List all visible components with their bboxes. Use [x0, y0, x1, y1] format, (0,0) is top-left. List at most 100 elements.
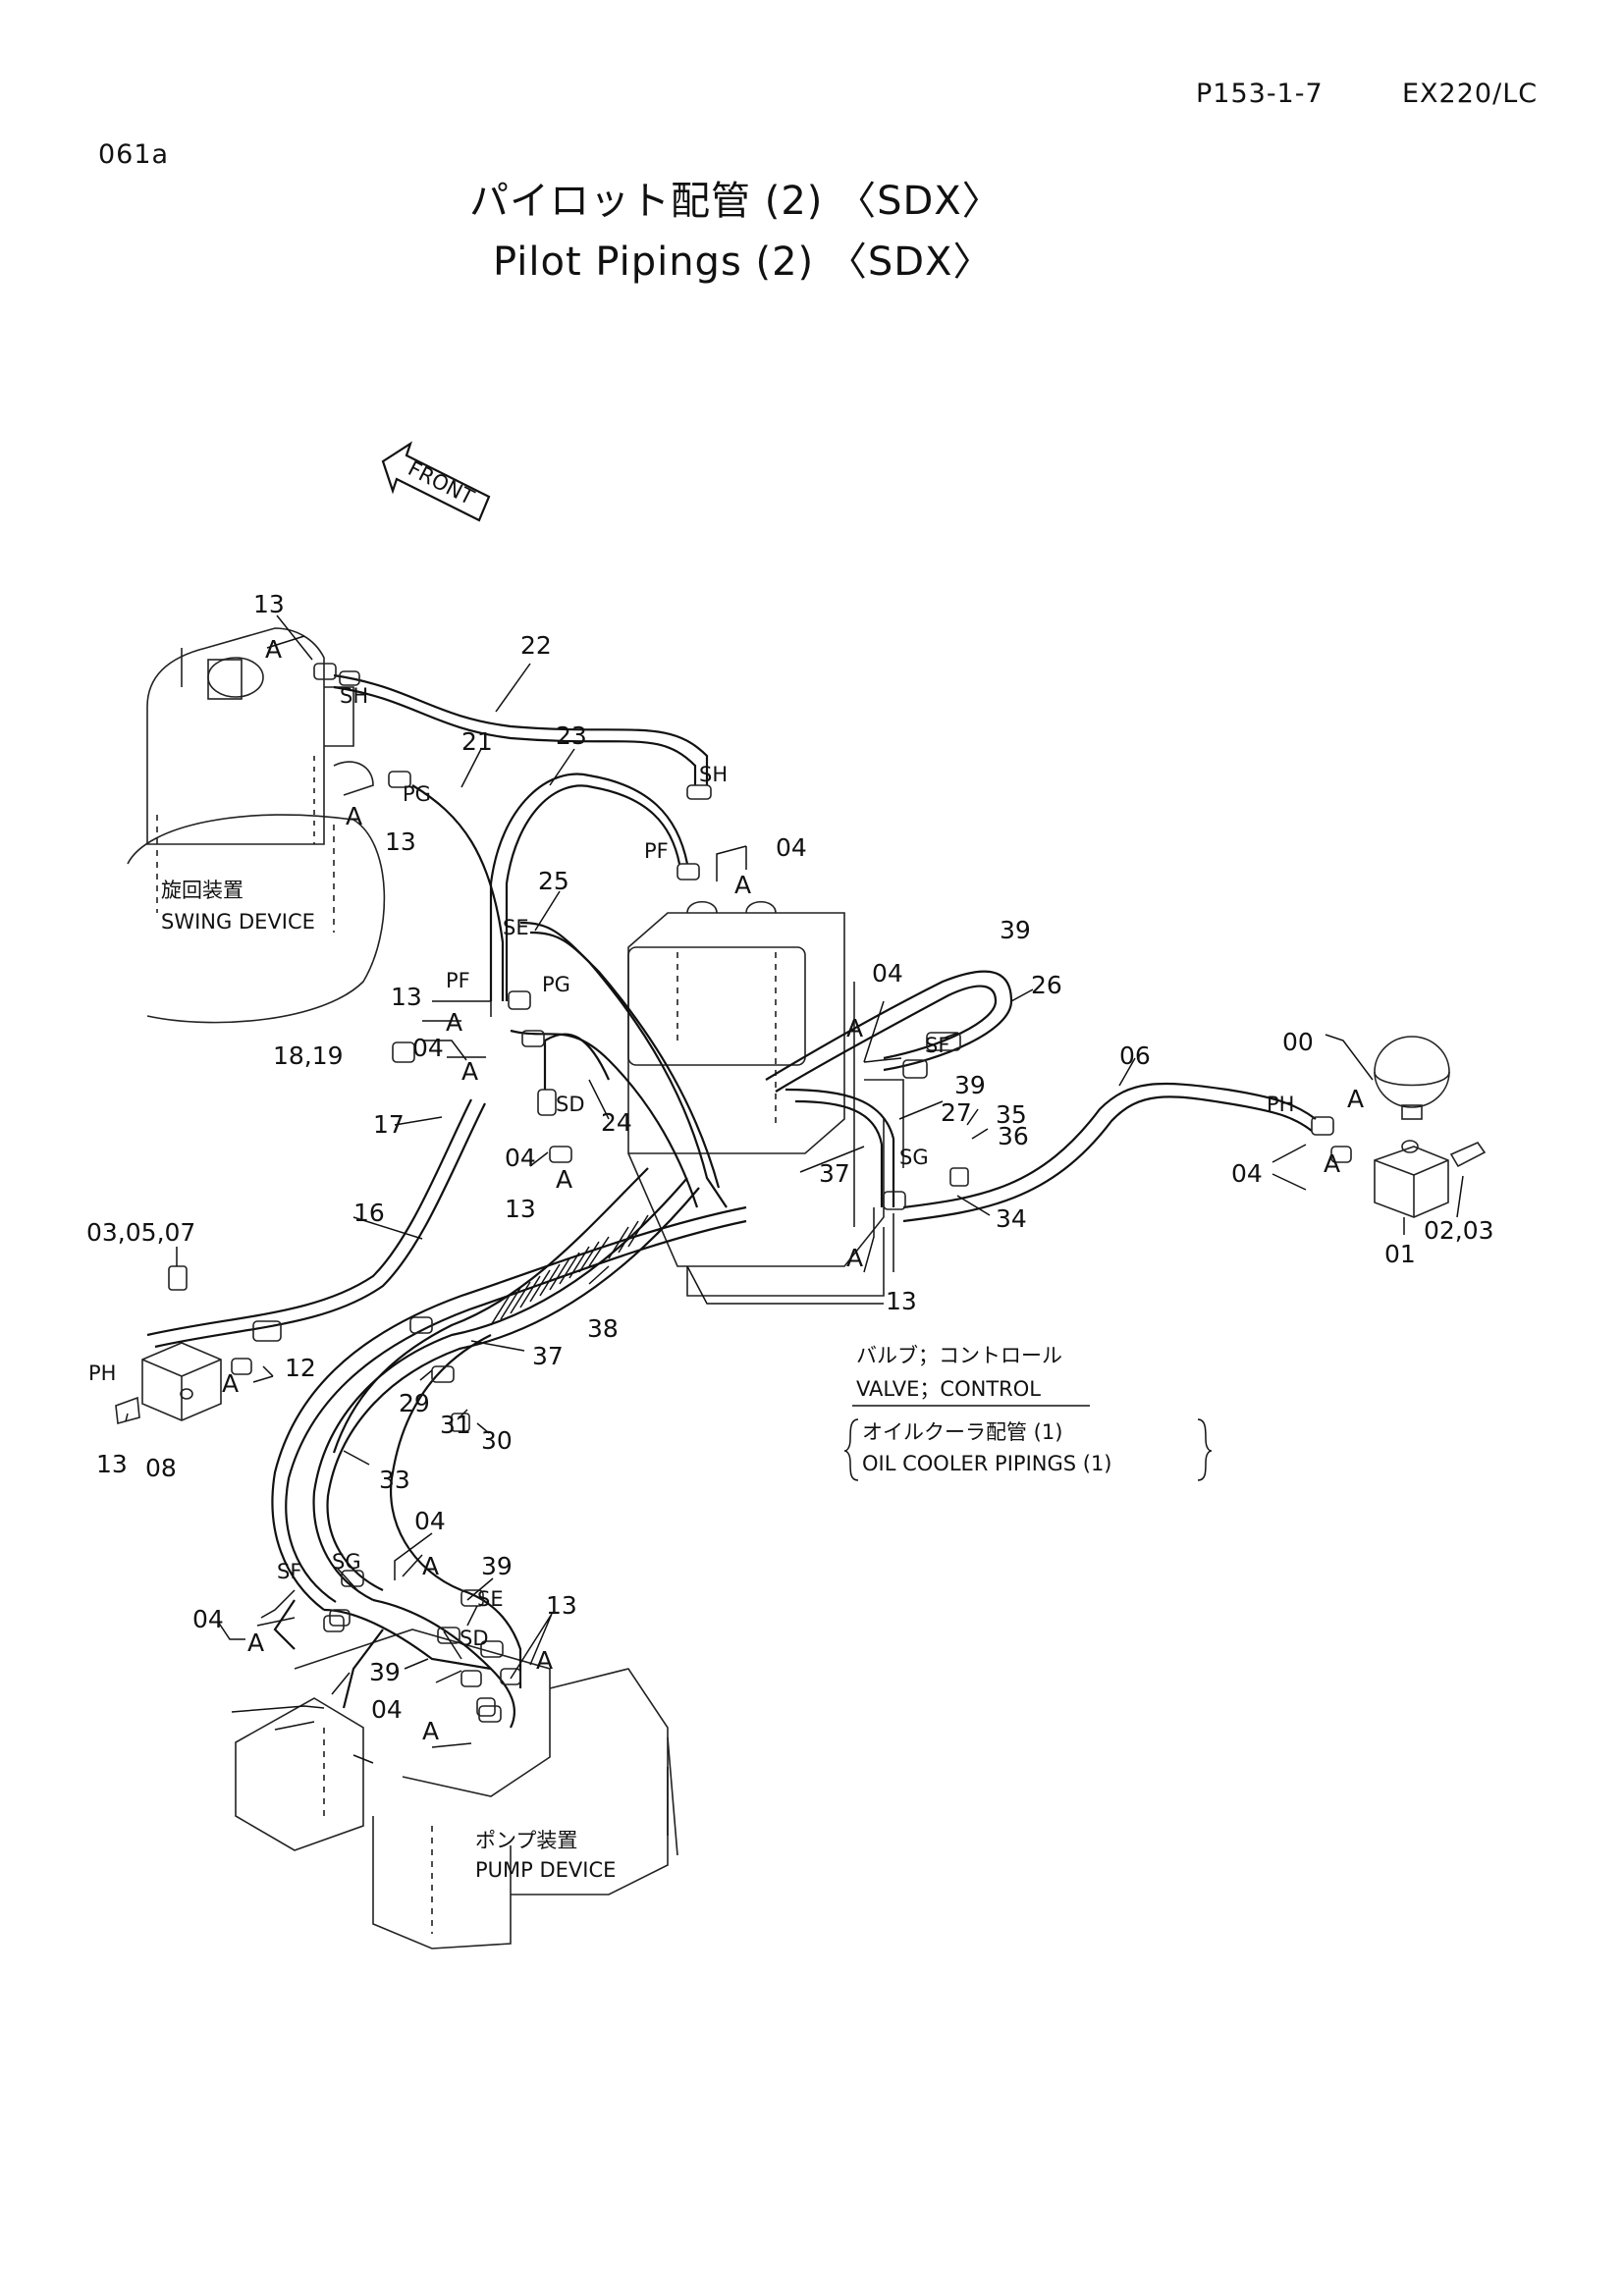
callout-label: SD [460, 1627, 489, 1650]
callout-label: 39 [369, 1658, 401, 1686]
callout-label: SG [332, 1550, 361, 1574]
pump-device-label-en: PUMP DEVICE [475, 1858, 616, 1882]
callout-label: 04 [412, 1034, 444, 1062]
callout-label: 13 [96, 1450, 128, 1478]
sheet-id: 061a [98, 139, 170, 170]
callout-label: PF [446, 969, 470, 992]
callout-label: 13 [385, 828, 416, 856]
swing-device-label-en: SWING DEVICE [161, 910, 315, 934]
callout-label: A [346, 802, 362, 830]
page-reference: P153-1-7 [1196, 79, 1324, 109]
callout-label: SD [556, 1093, 585, 1116]
callout-label: 34 [996, 1204, 1027, 1233]
callout-label: 31 [440, 1411, 471, 1439]
fittings [168, 663, 1352, 1723]
callout-label: A [461, 1057, 478, 1086]
callout-label: 04 [192, 1605, 224, 1633]
callout-label: 37 [532, 1342, 564, 1370]
callout-labels: 13 A SH 22 21 23 PG A 13 SH PF 04 A 25 S… [86, 590, 1494, 1745]
callout-label: 04 [872, 959, 903, 988]
device-labels: 旋回装置 SWING DEVICE バルブ；コントロール VALVE；CONTR… [161, 879, 1213, 1882]
callout-label: A [422, 1552, 439, 1580]
callout-label: 17 [373, 1110, 405, 1139]
pump-device [235, 1629, 678, 1949]
cooler-label-jp: オイルクーラ配管 (1) [862, 1420, 1062, 1444]
callout-label: A [556, 1165, 572, 1194]
callout-label: 06 [1119, 1041, 1151, 1070]
swing-device-label-jp: 旋回装置 [161, 879, 243, 902]
callout-label: 36 [998, 1122, 1029, 1150]
swing-device [127, 627, 386, 1024]
callout-label: 39 [481, 1552, 513, 1580]
callout-label: 22 [520, 631, 552, 660]
pilot-block [115, 1342, 222, 1425]
callout-label: A [265, 635, 282, 664]
callout-label: A [446, 1008, 462, 1037]
cooler-label-en: OIL COOLER PIPINGS (1) [862, 1452, 1112, 1475]
callout-label: 35 [996, 1100, 1027, 1129]
callout-label: PG [403, 782, 431, 806]
valve-label-jp: バルブ；コントロール [856, 1344, 1062, 1367]
callout-label: A [734, 871, 751, 899]
callout-label: 24 [601, 1108, 632, 1137]
callout-label: PH [88, 1362, 116, 1385]
callout-label: A [536, 1646, 553, 1675]
callout-label: 39 [1000, 916, 1031, 944]
callout-label: 27 [941, 1098, 972, 1127]
callout-label: 01 [1384, 1240, 1416, 1268]
callout-label: 13 [546, 1591, 577, 1620]
callout-label: 21 [461, 727, 493, 756]
callout-label: PF [644, 839, 669, 863]
callout-label: 30 [481, 1426, 513, 1455]
callout-label: SF [277, 1560, 301, 1583]
hose-lines [146, 673, 1317, 1729]
callout-label: 02,03 [1424, 1216, 1494, 1245]
title-english: Pilot Pipings (2) 〈SDX〉 [493, 240, 994, 285]
callout-label: A [1324, 1149, 1340, 1178]
callout-label: 26 [1031, 971, 1062, 999]
callout-label: SH [699, 763, 728, 786]
cooler-bracket-left [843, 1418, 859, 1481]
callout-label: 04 [1231, 1159, 1263, 1188]
callout-label: 00 [1282, 1028, 1314, 1056]
callout-label: 33 [379, 1466, 410, 1494]
callout-label: 04 [371, 1695, 403, 1724]
title-japanese: パイロット配管 (2) 〈SDX〉 [469, 179, 1002, 224]
callout-label: 04 [414, 1507, 446, 1535]
callout-label: PG [542, 973, 570, 996]
callout-label: A [222, 1369, 239, 1398]
callout-label: 13 [886, 1287, 917, 1315]
valve-label-en: VALVE；CONTROL [856, 1377, 1041, 1401]
control-valve [627, 900, 904, 1297]
callout-label: SE [503, 916, 529, 939]
callout-label: SH [340, 684, 368, 708]
callout-label: A [422, 1717, 439, 1745]
callout-label: 04 [776, 833, 807, 862]
callout-label: A [247, 1629, 264, 1657]
model-number: EX220/LC [1402, 79, 1539, 109]
callout-label: 08 [145, 1454, 177, 1482]
callout-label: 13 [253, 590, 285, 618]
callout-label: 13 [505, 1195, 536, 1223]
callout-label: 18,19 [273, 1041, 344, 1070]
accumulator [1374, 1036, 1487, 1218]
cooler-bracket-right [1197, 1418, 1213, 1481]
callout-label: 04 [505, 1144, 536, 1172]
callout-label: SG [899, 1146, 929, 1169]
callout-label: 29 [399, 1389, 430, 1417]
leader-lines [125, 614, 1464, 1836]
callout-label: 39 [954, 1071, 986, 1099]
callout-label: 38 [587, 1314, 619, 1343]
callout-label: 37 [819, 1159, 850, 1188]
callout-label: A [846, 1014, 863, 1042]
callout-label: 12 [285, 1354, 316, 1382]
callout-label: A [1347, 1085, 1364, 1113]
front-arrow-icon: FRONT [381, 441, 491, 522]
callout-label: 16 [353, 1199, 385, 1227]
callout-label: 03,05,07 [86, 1218, 195, 1247]
callout-label: 13 [391, 983, 422, 1011]
callout-label: SE [477, 1587, 504, 1611]
pump-device-label-jp: ポンプ装置 [475, 1829, 577, 1852]
callout-label: SF [925, 1034, 949, 1057]
